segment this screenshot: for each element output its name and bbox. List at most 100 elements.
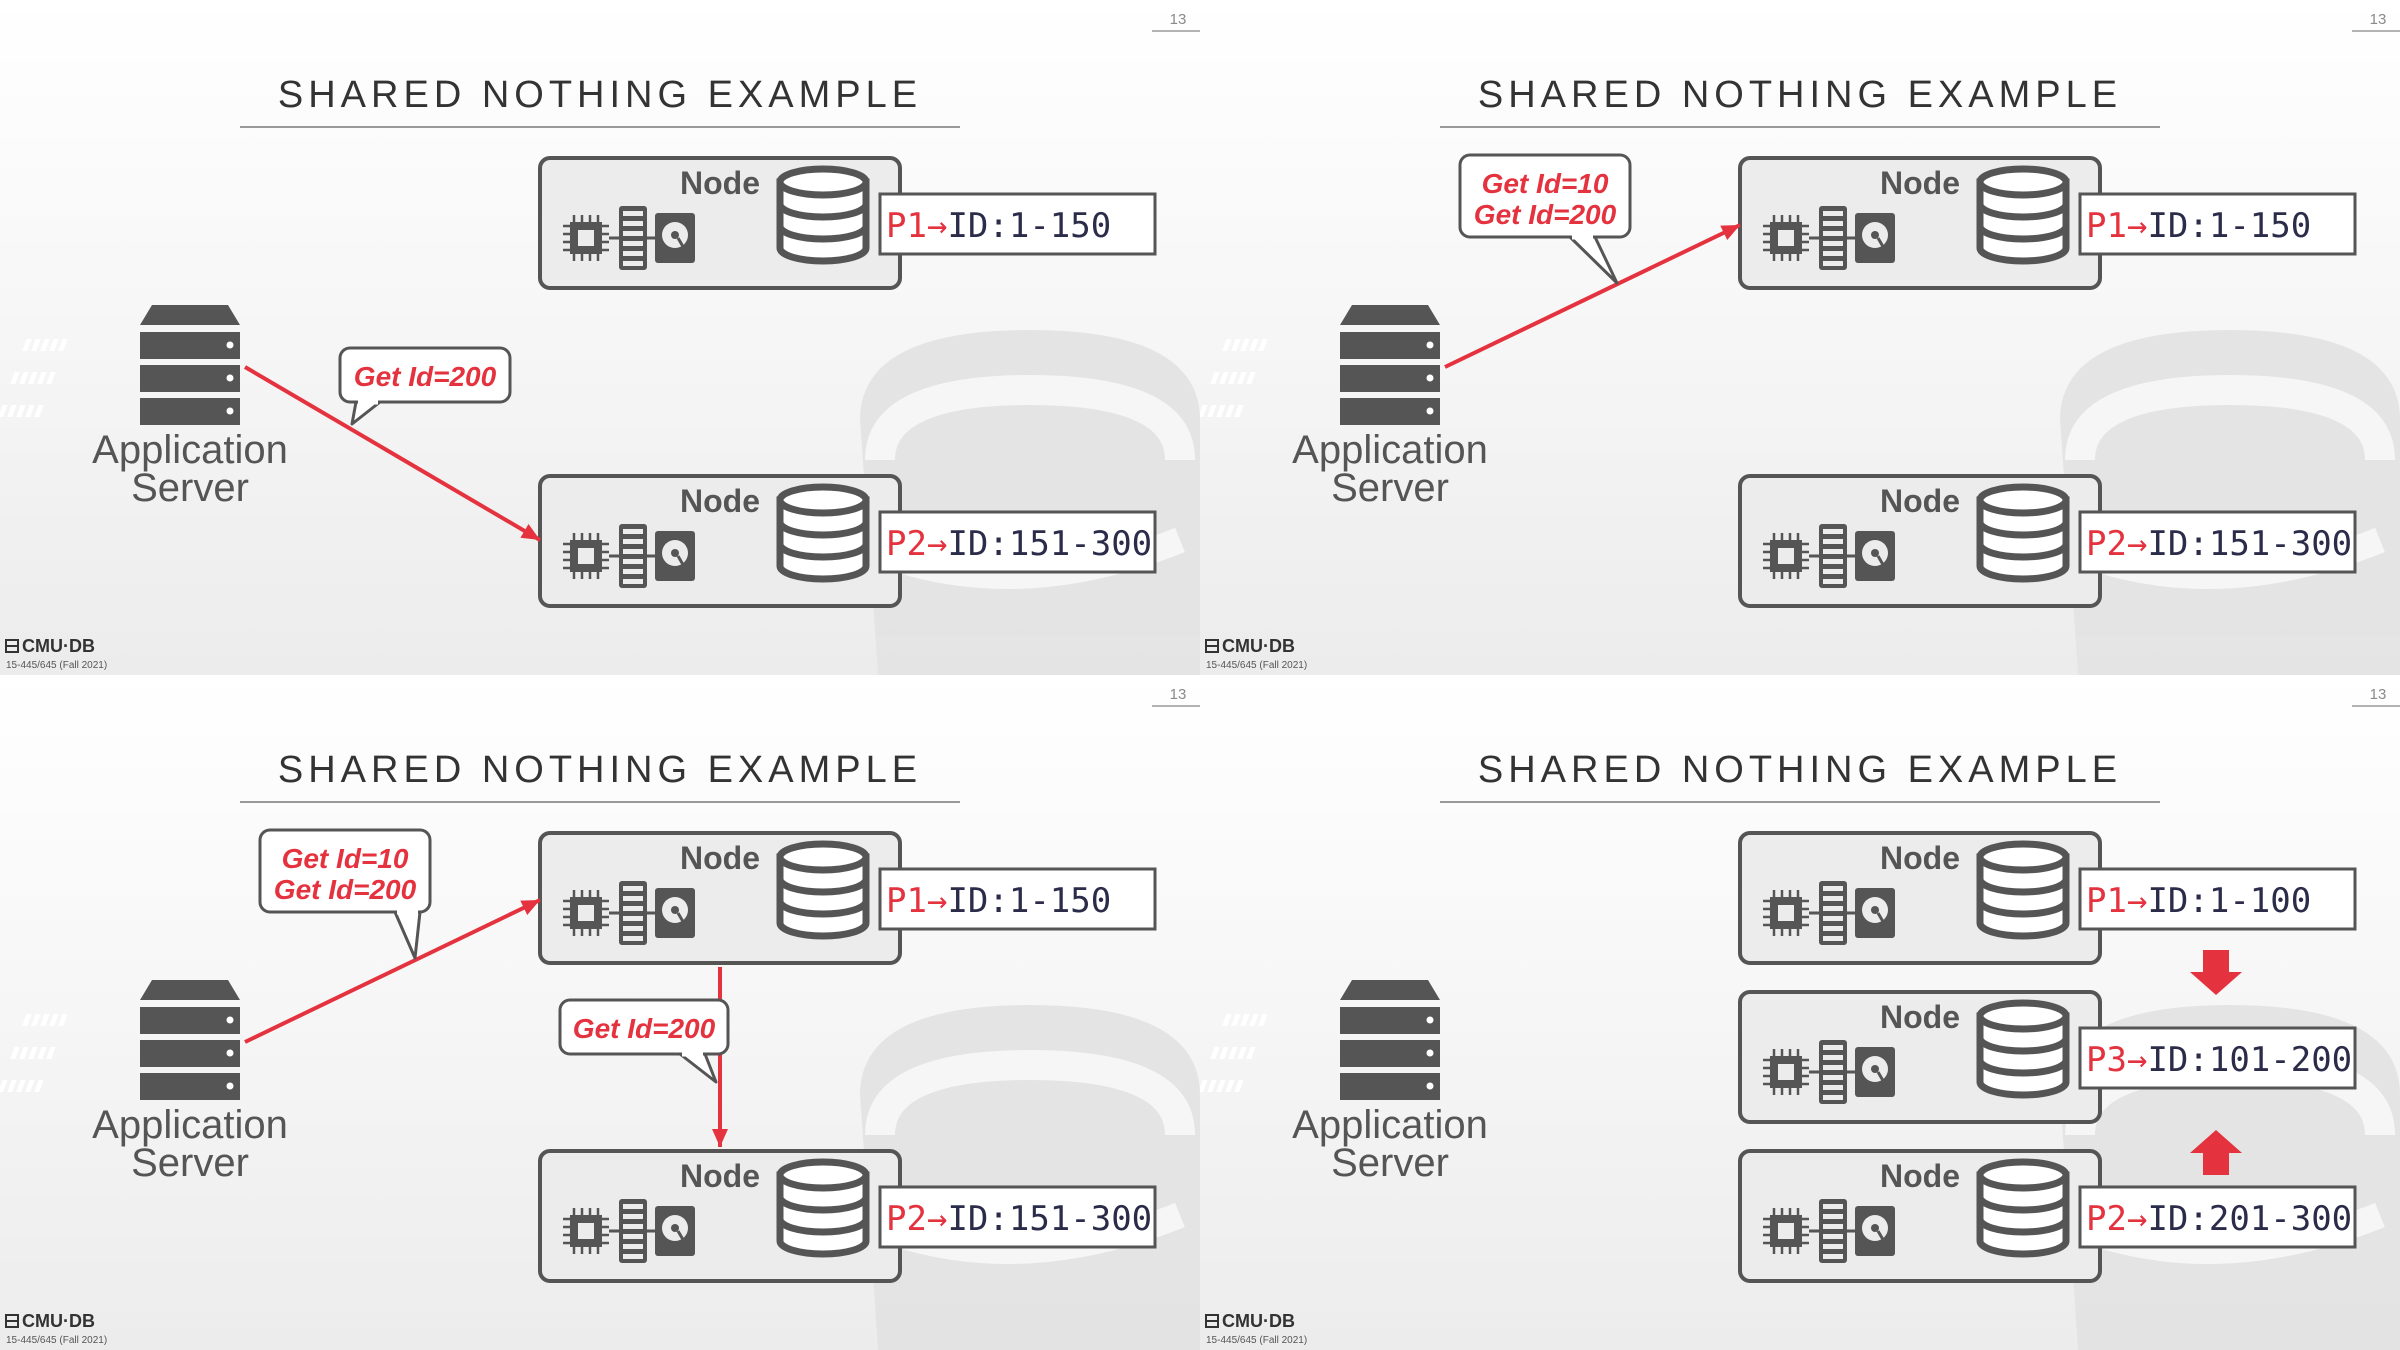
server-label-line: Server [1331,466,1449,510]
cmu-db-logo-icon [5,639,19,653]
partition-box: P2→ID:201-300 [2078,1185,2357,1249]
cpu-icon [563,1208,609,1254]
svg-text:P1→ID:1-150: P1→ID:1-150 [886,881,1111,921]
query-text: Get Id=10 [1482,168,1609,199]
server-label-line: Server [1331,1141,1449,1185]
server-icon [0,305,240,425]
footer-logo-text: CMU·DB [22,1311,95,1331]
partition-range: ID:1-150 [947,206,1111,246]
memory-icon [619,206,647,270]
cpu-icon [1763,890,1809,936]
hard-disk-icon [1855,1047,1895,1097]
partition-arrow-glyph: → [927,524,947,564]
footer-logo-text: CMU·DB [1222,1311,1295,1331]
svg-text:P2→ID:151-300: P2→ID:151-300 [886,524,1152,564]
cpu-icon [563,533,609,579]
partition-range: ID:1-150 [2147,206,2311,246]
node-label: Node [680,840,760,876]
query-text: Get Id=200 [1474,199,1617,230]
partition-box: P1→ID:1-100 [2078,867,2357,931]
query-text: Get Id=200 [573,1013,716,1044]
node-label: Node [680,483,760,519]
footer-course: 15-445/645 (Fall 2021) [1206,660,1307,671]
database-icon [1976,999,2070,1099]
server-icon [1200,305,1440,425]
partition-name: P1 [2086,881,2127,921]
svg-text:P3→ID:101-200: P3→ID:101-200 [2086,1040,2352,1080]
svg-text:P2→ID:151-300: P2→ID:151-300 [886,1199,1152,1239]
database-icon [776,840,870,940]
slide-title: SHARED NOTHING EXAMPLE [1478,74,2122,116]
slide-number: 13 [1170,686,1187,703]
data-move-arrow [2190,1130,2242,1175]
database-icon [1976,840,2070,940]
cpu-icon [1763,1049,1809,1095]
hard-disk-icon [1855,213,1895,263]
request-arrow [244,898,541,1044]
cpu-icon [1763,1208,1809,1254]
hard-disk-icon [1855,1206,1895,1256]
partition-range: ID:1-100 [2147,881,2311,921]
background-database-watermark [860,1005,1200,1350]
partition-range: ID:151-300 [2147,524,2352,564]
footer-course: 15-445/645 (Fall 2021) [6,660,107,671]
query-text: Get Id=10 [282,843,409,874]
hard-disk-icon [655,1206,695,1256]
footer-logo-text: CMU·DB [22,636,95,656]
server-label-line: Application [92,1103,288,1147]
partition-name: P2 [886,1199,927,1239]
footer-course: 15-445/645 (Fall 2021) [6,1335,107,1346]
cpu-icon [1763,533,1809,579]
svg-text:P1→ID:1-150: P1→ID:1-150 [2086,206,2311,246]
node-label: Node [1880,483,1960,519]
server-icon [1200,980,1440,1100]
partition-name: P2 [886,524,927,564]
database-icon [1976,1158,2070,1258]
partition-name: P1 [886,881,927,921]
hard-disk-icon [655,888,695,938]
svg-text:P1→ID:1-100: P1→ID:1-100 [2086,881,2311,921]
partition-arrow-glyph: → [2127,881,2147,921]
memory-icon [1819,524,1847,588]
partition-box: P2→ID:151-300 [2078,510,2357,574]
cmu-db-logo-icon [1205,639,1219,653]
query-text: Get Id=200 [274,874,417,905]
database-icon [776,165,870,265]
partition-arrow-glyph: → [927,881,947,921]
cmu-db-logo-icon [1205,1314,1219,1328]
partition-box: P3→ID:101-200 [2078,1026,2357,1090]
request-arrow [1444,223,1741,369]
partition-range: ID:151-300 [947,1199,1152,1239]
svg-text:P2→ID:151-300: P2→ID:151-300 [2086,524,2352,564]
server-label-line: Server [131,466,249,510]
request-arrow [243,365,542,542]
node-label: Node [1880,999,1960,1035]
partition-box: P1→ID:1-150 [878,192,1157,256]
database-icon [1976,165,2070,265]
footer: CMU·DB 15-445/645 (Fall 2021) [5,636,107,671]
database-icon [1976,483,2070,583]
cpu-icon [1763,215,1809,261]
server-label-line: Application [1292,428,1488,472]
node-label: Node [1880,1158,1960,1194]
request-arrow [712,967,728,1147]
partition-range: ID:101-200 [2147,1040,2352,1080]
partition-box: P2→ID:151-300 [878,510,1157,574]
cmu-db-logo-icon [5,1314,19,1328]
partition-name: P1 [886,206,927,246]
cpu-icon [563,215,609,261]
